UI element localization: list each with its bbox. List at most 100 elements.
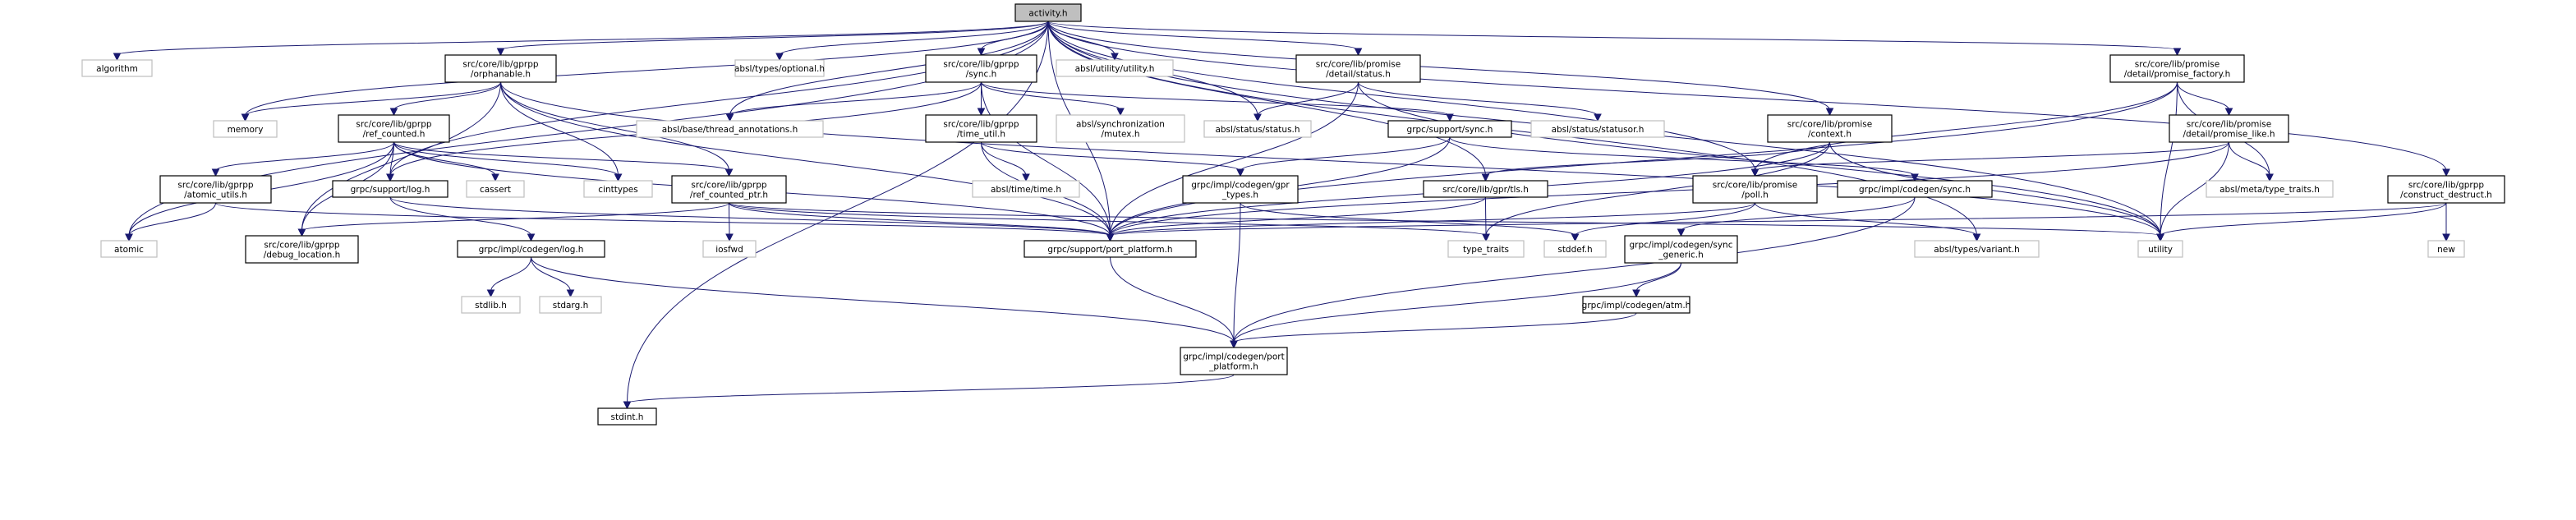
node-label: new xyxy=(2437,245,2455,255)
edge-ref_counted_ptr-to-iosfwd xyxy=(729,202,730,237)
arrowhead-icon xyxy=(977,48,986,57)
node-label: activity.h xyxy=(1028,9,1067,19)
node-ref-counted-ptr[interactable]: src/core/lib/gprpp/ref_counted_ptr.h xyxy=(671,175,787,204)
arrowhead-icon xyxy=(527,233,536,242)
node-sync-generic[interactable]: grpc/impl/codegen/sync_generic.h xyxy=(1624,235,1738,264)
edge-activity-to-gprpp_sync xyxy=(981,21,1049,51)
node-box xyxy=(1387,120,1512,138)
arrowhead-icon xyxy=(2266,173,2274,182)
edge-atomic_utils-to-support_port_platform xyxy=(215,202,1111,237)
node-stdlib: stdlib.h xyxy=(461,296,521,314)
arrowhead-icon xyxy=(1111,53,1119,62)
node-label: /orphanable.h xyxy=(471,70,531,80)
arrowhead-icon xyxy=(1236,168,1244,177)
node-box xyxy=(1203,120,1312,138)
node-promise-factory[interactable]: src/core/lib/promise/detail/promise_fact… xyxy=(2109,54,2245,83)
node-codegen-log[interactable]: grpc/impl/codegen/log.h xyxy=(457,240,605,258)
node-poll[interactable]: src/core/lib/promise/poll.h xyxy=(1692,175,1818,204)
node-label: iosfwd xyxy=(715,245,743,255)
node-debug-location[interactable]: src/core/lib/gprpp/debug_location.h xyxy=(245,235,359,264)
node-cassert: cassert xyxy=(466,180,525,198)
node-construct-destruct[interactable]: src/core/lib/gprpp/construct_destruct.h xyxy=(2387,175,2505,204)
node-codegen-sync[interactable]: grpc/impl/codegen/sync.h xyxy=(1837,180,1993,198)
node-stdint[interactable]: stdint.h xyxy=(597,407,657,426)
node-box xyxy=(1423,180,1548,198)
node-box xyxy=(1767,114,1893,143)
edge-gpr_types-to-codegen_port_platform xyxy=(1233,202,1241,343)
node-label: grpc/impl/codegen/sync xyxy=(1630,241,1733,251)
nodes-layer: activity.h algorithm src/core/lib/gprpp/or… xyxy=(81,3,2505,426)
node-label: src/core/lib/promise xyxy=(1316,60,1401,70)
arrowhead-icon xyxy=(725,113,734,122)
edge-tls-to-type_traits xyxy=(1485,196,1487,237)
edge-detail_status-to-status xyxy=(1257,81,1359,117)
arrowhead-icon xyxy=(2442,233,2450,242)
node-detail-status[interactable]: src/core/lib/promise/detail/status.h xyxy=(1295,54,1421,83)
edge-activity-to-algorithm xyxy=(117,21,1049,56)
arrowhead-icon xyxy=(113,53,122,62)
edge-orphanable-to-ref_counted xyxy=(393,81,501,111)
edge-promise_like-to-support_port_platform xyxy=(1110,141,2229,237)
node-label: stddef.h xyxy=(1557,245,1592,255)
node-box xyxy=(702,240,757,258)
node-support-sync[interactable]: grpc/support/sync.h xyxy=(1387,120,1512,138)
node-time-util[interactable]: src/core/lib/gprpp/time_util.h xyxy=(925,114,1037,143)
edge-orphanable-to-debug_location xyxy=(301,81,501,232)
edge-activity-to-tls xyxy=(1047,21,1486,177)
node-label: /ref_counted_ptr.h xyxy=(690,191,768,200)
arrowhead-icon xyxy=(1230,340,1238,349)
node-support-log[interactable]: grpc/support/log.h xyxy=(332,180,448,198)
edge-codegen_sync-to-codegen_port_platform xyxy=(1233,196,1916,343)
node-label: absl/base/thread_annotations.h xyxy=(662,125,798,135)
node-box xyxy=(2206,180,2334,198)
edge-codegen_port_platform-to-stdint xyxy=(627,374,1235,404)
arrowhead-icon xyxy=(386,173,394,182)
node-algorithm: algorithm xyxy=(81,59,153,77)
node-label: src/core/lib/promise xyxy=(2187,120,2271,130)
node-box xyxy=(1014,3,1082,22)
arrowhead-icon xyxy=(2156,233,2164,242)
node-stdarg: stdarg.h xyxy=(539,296,602,314)
node-label: /detail/status.h xyxy=(1326,70,1391,80)
node-support-port-platform[interactable]: grpc/support/port_platform.h xyxy=(1024,240,1197,258)
node-label: /time_util.h xyxy=(957,130,1005,140)
node-codegen-port-platform[interactable]: grpc/impl/codegen/port_platform.h xyxy=(1180,347,1288,375)
node-label: grpc/impl/codegen/sync.h xyxy=(1859,185,1971,195)
edge-support_log-to-codegen_log xyxy=(389,196,531,237)
node-orphanable[interactable]: src/core/lib/gprpp/orphanable.h xyxy=(444,54,557,83)
node-atm[interactable]: grpc/impl/codegen/atm.h xyxy=(1582,296,1691,314)
node-box xyxy=(2387,175,2505,204)
node-promise-like[interactable]: src/core/lib/promise/detail/promise_like… xyxy=(2169,114,2289,143)
node-label: grpc/impl/codegen/port xyxy=(1183,352,1284,362)
node-context[interactable]: src/core/lib/promise/context.h xyxy=(1767,114,1893,143)
arrowhead-icon xyxy=(1972,233,1981,242)
node-activity[interactable]: activity.h xyxy=(1014,3,1082,22)
node-label: grpc/impl/codegen/gpr xyxy=(1191,181,1290,191)
node-tls[interactable]: src/core/lib/gpr/tls.h xyxy=(1423,180,1548,198)
node-box xyxy=(597,407,657,426)
node-label: /context.h xyxy=(1808,130,1852,140)
node-box xyxy=(1543,240,1607,258)
node-label: src/core/lib/gprpp xyxy=(943,60,1019,70)
arrowhead-icon xyxy=(486,289,495,298)
node-label: /poll.h xyxy=(1741,191,1768,200)
edge-detail_status-to-support_port_platform xyxy=(1110,81,1359,237)
edge-promise_like-to-utility xyxy=(2160,141,2229,237)
node-atomic-utils[interactable]: src/core/lib/gprpp/atomic_utils.h xyxy=(159,175,272,204)
node-label: src/core/lib/promise xyxy=(1787,120,1872,130)
arrowhead-icon xyxy=(241,113,250,122)
node-utility: utility xyxy=(2137,240,2183,258)
node-label: src/core/lib/gprpp xyxy=(264,241,339,251)
node-box xyxy=(213,120,278,138)
edge-promise_like-to-poll xyxy=(1755,141,2229,172)
node-label: absl/synchronization xyxy=(1076,120,1165,130)
node-gprpp-sync[interactable]: src/core/lib/gprpp/sync.h xyxy=(925,54,1037,83)
node-ref-counted[interactable]: src/core/lib/gprpp/ref_counted.h xyxy=(338,114,450,143)
node-box xyxy=(1837,180,1993,198)
node-gpr-types[interactable]: grpc/impl/codegen/gpr_types.h xyxy=(1182,175,1299,204)
edge-detail_status-to-utility xyxy=(1358,81,2161,237)
node-label: _platform.h xyxy=(1208,362,1258,372)
arrowhead-icon xyxy=(775,53,784,62)
edge-codegen_log-to-codegen_port_platform xyxy=(531,256,1235,343)
edge-poll-to-variant xyxy=(1755,202,1977,237)
